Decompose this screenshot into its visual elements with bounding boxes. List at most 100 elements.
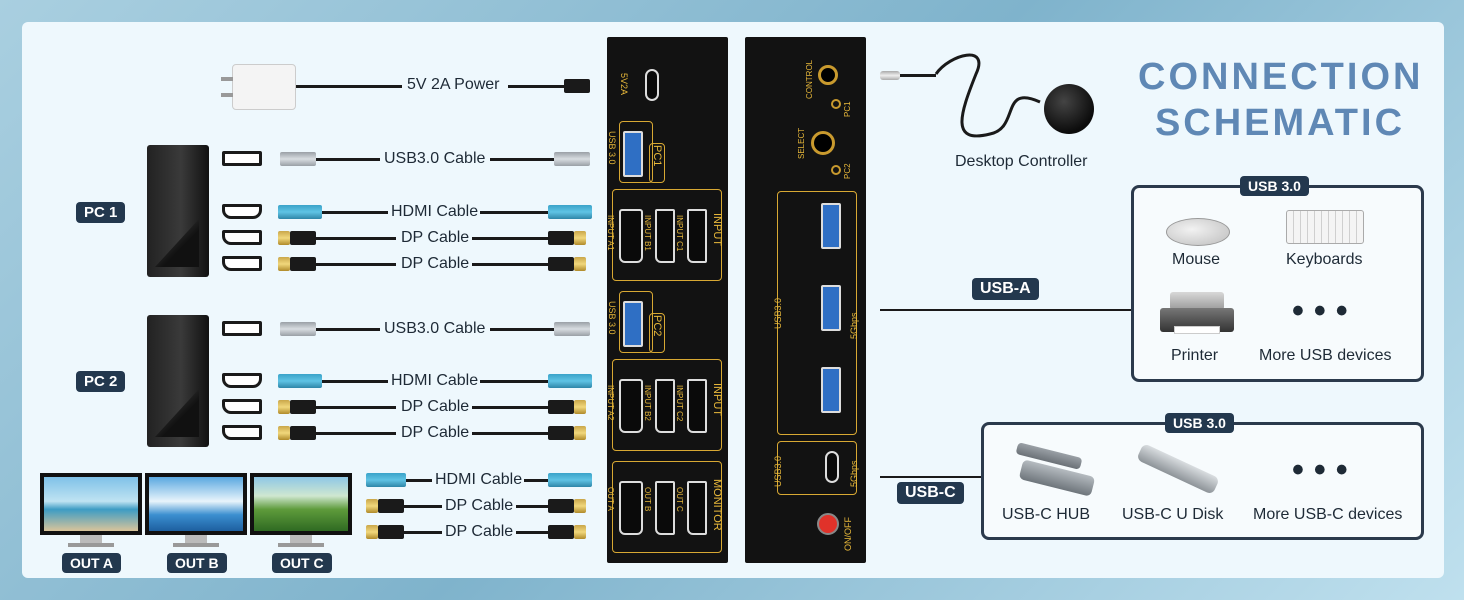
power-plug xyxy=(564,79,590,93)
out-a-label: OUT A xyxy=(62,553,122,573)
pc2-usb-group xyxy=(619,291,653,353)
cable-label: HDMI Cable xyxy=(391,203,479,220)
dp-cable xyxy=(472,263,548,266)
dp-plug xyxy=(574,426,586,440)
dp-plug xyxy=(278,257,290,271)
dp-cable xyxy=(472,432,548,435)
cable-label: DP Cable xyxy=(401,398,470,415)
dp-cable xyxy=(404,505,442,508)
dp-plug xyxy=(366,499,378,513)
input-tag-label: INPUT xyxy=(711,213,723,246)
usb-plug xyxy=(280,322,316,336)
dp-plug xyxy=(574,231,586,245)
dp-plug xyxy=(548,525,574,539)
power-port-label: 5V2A xyxy=(619,73,629,96)
hdmi-port xyxy=(619,379,643,433)
dp-plug xyxy=(278,400,290,414)
pc2-led-label: PC2 xyxy=(843,163,852,179)
dp-cable xyxy=(472,237,548,240)
usb-plug xyxy=(554,322,590,336)
cable-label: USB3.0 Cable xyxy=(384,320,486,337)
pc1-usb-group xyxy=(619,121,653,183)
device-label: USB-C HUB xyxy=(1002,506,1091,523)
device-label: Mouse xyxy=(1172,251,1221,268)
usb30-label: USB3.0 xyxy=(773,455,783,487)
usb-c-disk-icon xyxy=(1136,443,1220,495)
hdmi-cable xyxy=(406,479,432,482)
title-line2: SCHEMATIC xyxy=(1154,102,1406,144)
hdmi-port xyxy=(619,481,643,535)
input-tag-label: INPUT xyxy=(711,383,723,416)
desktop-controller-puck[interactable] xyxy=(1044,84,1094,134)
out-b-label: OUT B xyxy=(167,553,227,573)
power-adapter xyxy=(221,64,296,110)
usb-label: USB 3.0 xyxy=(607,131,617,165)
dp-plug xyxy=(366,525,378,539)
dp-plug xyxy=(574,257,586,271)
port-label: INPUT C2 xyxy=(675,385,684,422)
dp-plug xyxy=(290,400,316,414)
power-button[interactable] xyxy=(817,513,839,535)
hdmi-port-icon xyxy=(222,204,262,219)
speed-label: 5Gbps xyxy=(849,312,859,339)
dp-port-icon xyxy=(222,256,262,271)
dp-cable xyxy=(316,263,396,266)
usb-a-port[interactable] xyxy=(821,203,841,249)
device-label: Keyboards xyxy=(1286,251,1363,268)
usb-c-hub-icon xyxy=(1010,442,1096,497)
cable-label: DP Cable xyxy=(445,497,514,514)
dp-cable xyxy=(516,505,548,508)
hdmi-plug xyxy=(548,473,592,487)
usb-a-port[interactable] xyxy=(821,367,841,413)
usb-cable xyxy=(490,328,554,331)
usb30-label: USB3.0 xyxy=(773,297,783,329)
dp-plug xyxy=(548,426,574,440)
usb-a-port[interactable] xyxy=(821,285,841,331)
usb-a-chip: USB-A xyxy=(972,278,1039,300)
port-label: INPUT C1 xyxy=(675,215,684,252)
controller-cord xyxy=(934,53,1041,138)
cable-label: HDMI Cable xyxy=(391,372,479,389)
dp-port xyxy=(687,379,707,433)
cable-label: USB3.0 Cable xyxy=(384,150,486,167)
usb-a-port xyxy=(623,131,643,177)
monitor-out-b xyxy=(145,473,247,547)
dp-plug xyxy=(278,231,290,245)
dp-plug xyxy=(548,257,574,271)
control-label: CONTROL xyxy=(805,59,814,99)
port-label: INPUT A1 xyxy=(606,215,615,251)
dp-plug xyxy=(548,231,574,245)
keyboard-icon xyxy=(1286,210,1364,244)
dp-plug xyxy=(290,257,316,271)
hdmi-cable xyxy=(322,380,388,383)
control-jack xyxy=(818,65,838,85)
power-cable xyxy=(508,85,564,88)
dp-port xyxy=(687,209,707,263)
device-label: More USB-C devices xyxy=(1253,506,1403,523)
pc2-tag-label: PC2 xyxy=(651,315,663,337)
dp-port-icon xyxy=(222,230,262,245)
dp-cable xyxy=(404,531,442,534)
usb-a-box-title: USB 3.0 xyxy=(1240,176,1309,196)
cable-label: DP Cable xyxy=(401,424,470,441)
usb-c-box-title: USB 3.0 xyxy=(1165,413,1234,433)
kvm-back-panel: 5V2A USB 3.0 PC1 INPUT A1 INPUT B1 INPUT… xyxy=(606,37,728,563)
hdmi-plug xyxy=(278,205,322,219)
usb-c-hub-group xyxy=(777,441,857,495)
select-button[interactable] xyxy=(811,131,835,155)
pc1-video-group xyxy=(612,189,722,281)
usb-c-port[interactable] xyxy=(825,451,839,483)
page-title: CONNECTION SCHEMATIC xyxy=(1138,54,1422,146)
port-label: OUT B xyxy=(643,487,652,512)
usb-a-device-box xyxy=(1131,185,1424,382)
usb-label: USB 3.0 xyxy=(607,301,617,335)
usb-c-link-line xyxy=(880,476,982,478)
speed-label: 5Gbps xyxy=(849,460,859,487)
port-label: OUT A xyxy=(606,487,615,511)
port-label: INPUT A2 xyxy=(606,385,615,421)
dp-plug xyxy=(574,400,586,414)
usb-cable xyxy=(490,158,554,161)
usb-port-icon xyxy=(222,321,262,336)
hdmi-cable xyxy=(322,211,388,214)
usb-a-port xyxy=(623,301,643,347)
